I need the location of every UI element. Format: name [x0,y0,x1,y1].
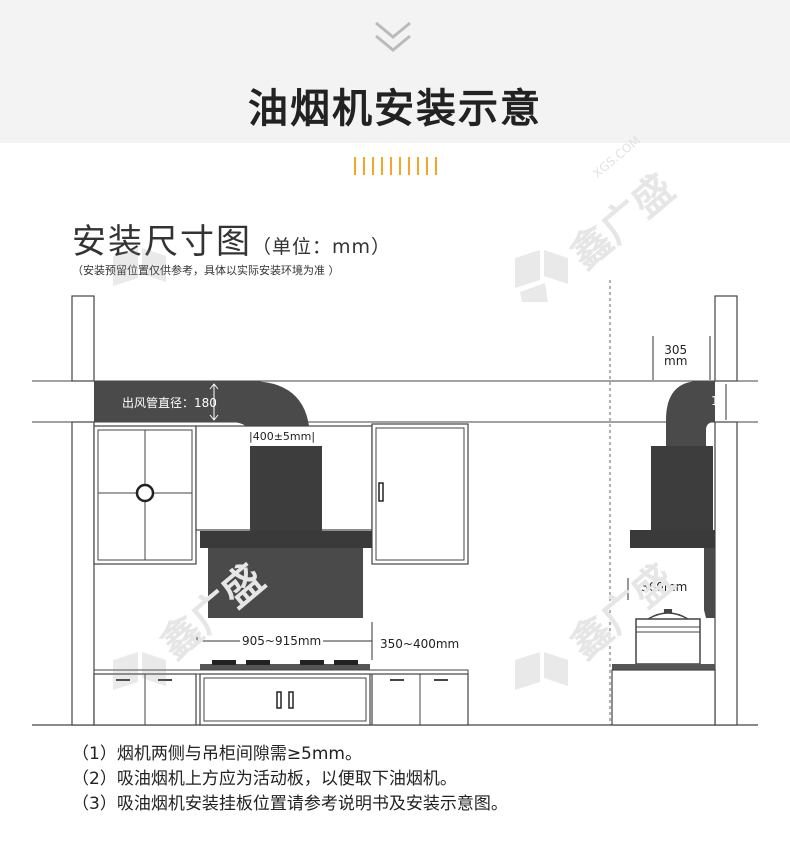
base-cabinet-middle [199,673,371,726]
header-band [0,0,790,143]
installation-notes: （1）烟机两侧与吊柜间隙需≥5mm。 （2）吸油烟机上方应为活动板，以便取下油烟… [72,742,508,817]
side-duct [666,381,715,446]
left-wall-lower [71,421,95,726]
watermark-logo-icon [113,248,568,690]
note-item: （2）吸油烟机上方应为活动板，以便取下油烟机。 [72,769,457,789]
section-title-text: 安装尺寸图 [72,222,252,262]
wall-cabinet-right [371,423,469,565]
duct-arrow [209,383,219,421]
pot-icon [635,609,701,665]
hood-width-label: 905~915mm [240,634,324,648]
side-wall-upper [714,295,738,382]
side-depth-label: 305 mm [664,343,688,368]
accent-ticks [354,157,437,175]
section-note: （安装预留位置仅供参考，具体以实际安装环境为准 ） [72,264,340,277]
side-hob [612,664,715,670]
hood-chimney [250,446,322,532]
note-item: （1）烟机两侧与吊柜间隙需≥5mm。 [72,744,362,764]
side-clearance-label: 360mm [641,580,688,594]
duct-diameter-label: 出风管直径：180 [122,396,217,410]
section-title: 安装尺寸图（单位：mm） [72,214,391,263]
left-wall-upper [71,295,95,382]
chimney-width-label: |400±5mm| [249,430,316,443]
side-base-cabinet [611,669,716,726]
side-hood-body [630,530,715,548]
double-chevron-down-icon [375,21,411,52]
page-title: 油烟机安装示意 [248,86,542,132]
burner-grates [212,660,358,665]
hood-glass [208,548,363,618]
mount-height-label: 350~400mm [380,637,460,651]
installation-diagram [32,248,758,726]
hob [200,664,370,672]
side-duct-label: 180 [711,394,734,408]
side-hood-back [704,548,715,610]
side-depth-unit: mm [664,354,688,368]
side-wall-lower [714,421,738,726]
side-chimney [651,446,713,532]
section-unit: （单位：mm） [252,236,392,258]
note-item: （3）吸油烟机安装挂板位置请参考说明书及安装示意图。 [72,794,508,814]
cabinet-handle [378,482,384,502]
cabinet-knob [135,483,155,503]
hood-body [200,531,372,548]
side-depth-value: 305 [664,343,688,357]
